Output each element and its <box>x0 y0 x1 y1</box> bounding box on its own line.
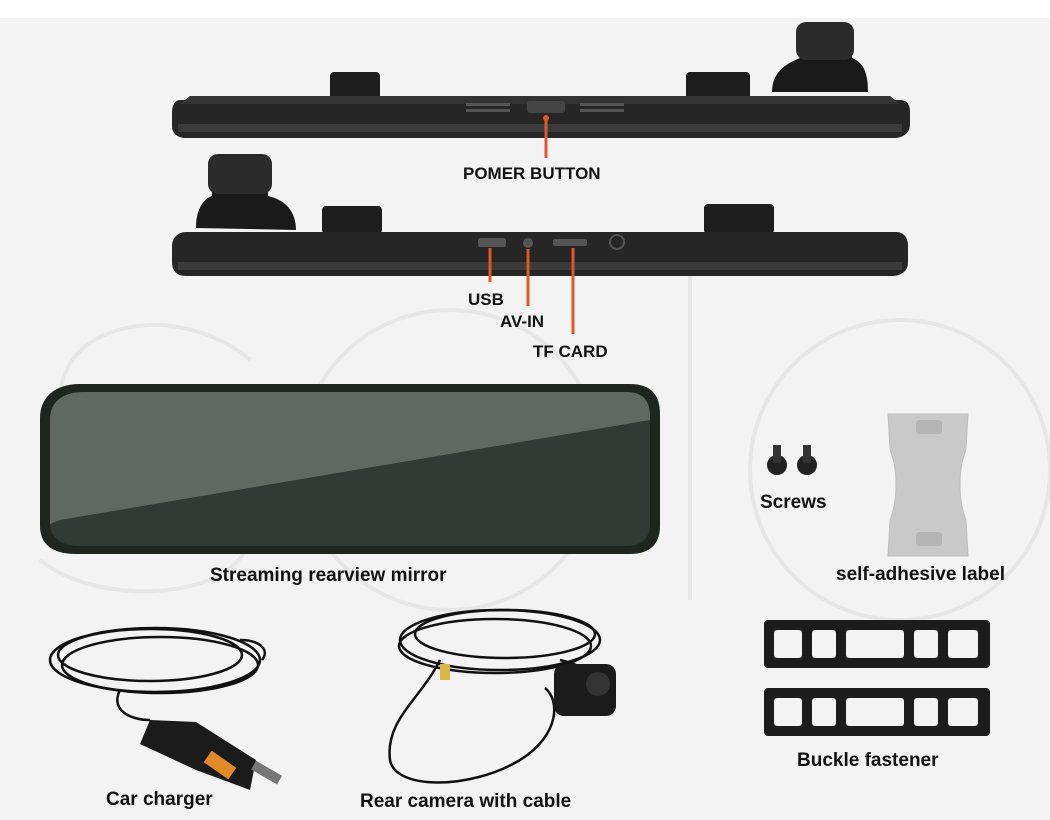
rear-camera-label: Rear camera with cable <box>360 791 572 812</box>
self-adhesive-label: self-adhesive label <box>836 564 1005 585</box>
car-charger-image <box>48 626 266 722</box>
av-in-label: AV-IN <box>500 312 545 331</box>
rear-camera-cable-image <box>388 608 602 784</box>
power-button-label: POMER BUTTON <box>463 164 601 183</box>
mirror-top-view <box>172 22 910 158</box>
screws-image <box>767 445 817 475</box>
rear-camera <box>440 664 616 716</box>
car-charger-plug <box>140 720 283 790</box>
screws-label: Screws <box>760 492 827 513</box>
usb-label: USB <box>468 290 504 309</box>
tf-card-label: TF CARD <box>533 342 608 361</box>
buckle-fastener-label: Buckle fastener <box>797 750 939 771</box>
mirror-bottom-view <box>172 154 908 334</box>
self-adhesive-label-image <box>887 413 969 557</box>
car-charger-label: Car charger <box>106 789 213 810</box>
top-band <box>0 0 1050 18</box>
streaming-rearview-mirror <box>40 384 660 554</box>
mirror-label: Streaming rearview mirror <box>210 565 447 586</box>
